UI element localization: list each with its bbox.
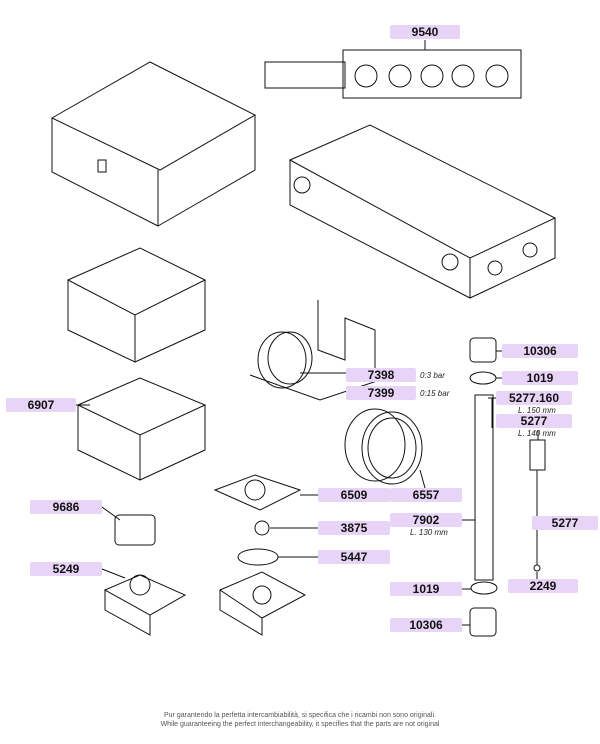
part-label: 7398 xyxy=(346,368,416,382)
part-note: L. 130 mm xyxy=(410,528,448,537)
part-label: 5249 xyxy=(30,562,102,576)
keypad-drawing xyxy=(264,40,522,99)
part-label: 3875 xyxy=(318,521,390,535)
part-label: 5447 xyxy=(318,550,390,564)
disclaimer: Pur garantendo la perfetta intercambiabi… xyxy=(0,711,600,729)
part-label: 2249 xyxy=(508,579,578,593)
part-label: 7902 xyxy=(390,513,462,527)
part-label: 10306 xyxy=(502,344,578,358)
part-note: L. 150 mm xyxy=(518,406,556,415)
part-label: 1019 xyxy=(390,582,462,596)
part-label: 9686 xyxy=(30,500,102,514)
part-label: 5277.160 xyxy=(496,391,572,405)
part-label: 9540 xyxy=(390,25,460,39)
part-label: 1019 xyxy=(502,371,578,385)
small-gauge-drawing xyxy=(249,300,381,401)
boiler-box-drawing xyxy=(288,124,557,299)
part-note: 0:3 bar xyxy=(420,371,445,380)
part-label: 5277 xyxy=(532,516,598,530)
part-label: 7399 xyxy=(346,386,416,400)
part-label: 6907 xyxy=(6,398,76,412)
valve-drawing xyxy=(101,506,187,636)
part-label: 10306 xyxy=(390,618,462,632)
part-label: 5277 xyxy=(496,414,572,428)
part-note: L. 140 mm xyxy=(518,429,556,438)
flange-drawing xyxy=(213,474,318,636)
disclaimer-italian: Pur garantendo la perfetta intercambiabi… xyxy=(164,712,436,719)
part-note: 0:15 bar xyxy=(420,389,450,398)
part-label: 6509 xyxy=(318,488,390,502)
large-gauge-drawing xyxy=(344,408,426,489)
disclaimer-english: While guaranteeing the perfect interchan… xyxy=(160,721,440,728)
part-label: 6557 xyxy=(390,488,462,502)
relay-drawing xyxy=(66,247,207,481)
control-box-drawing xyxy=(50,61,257,227)
